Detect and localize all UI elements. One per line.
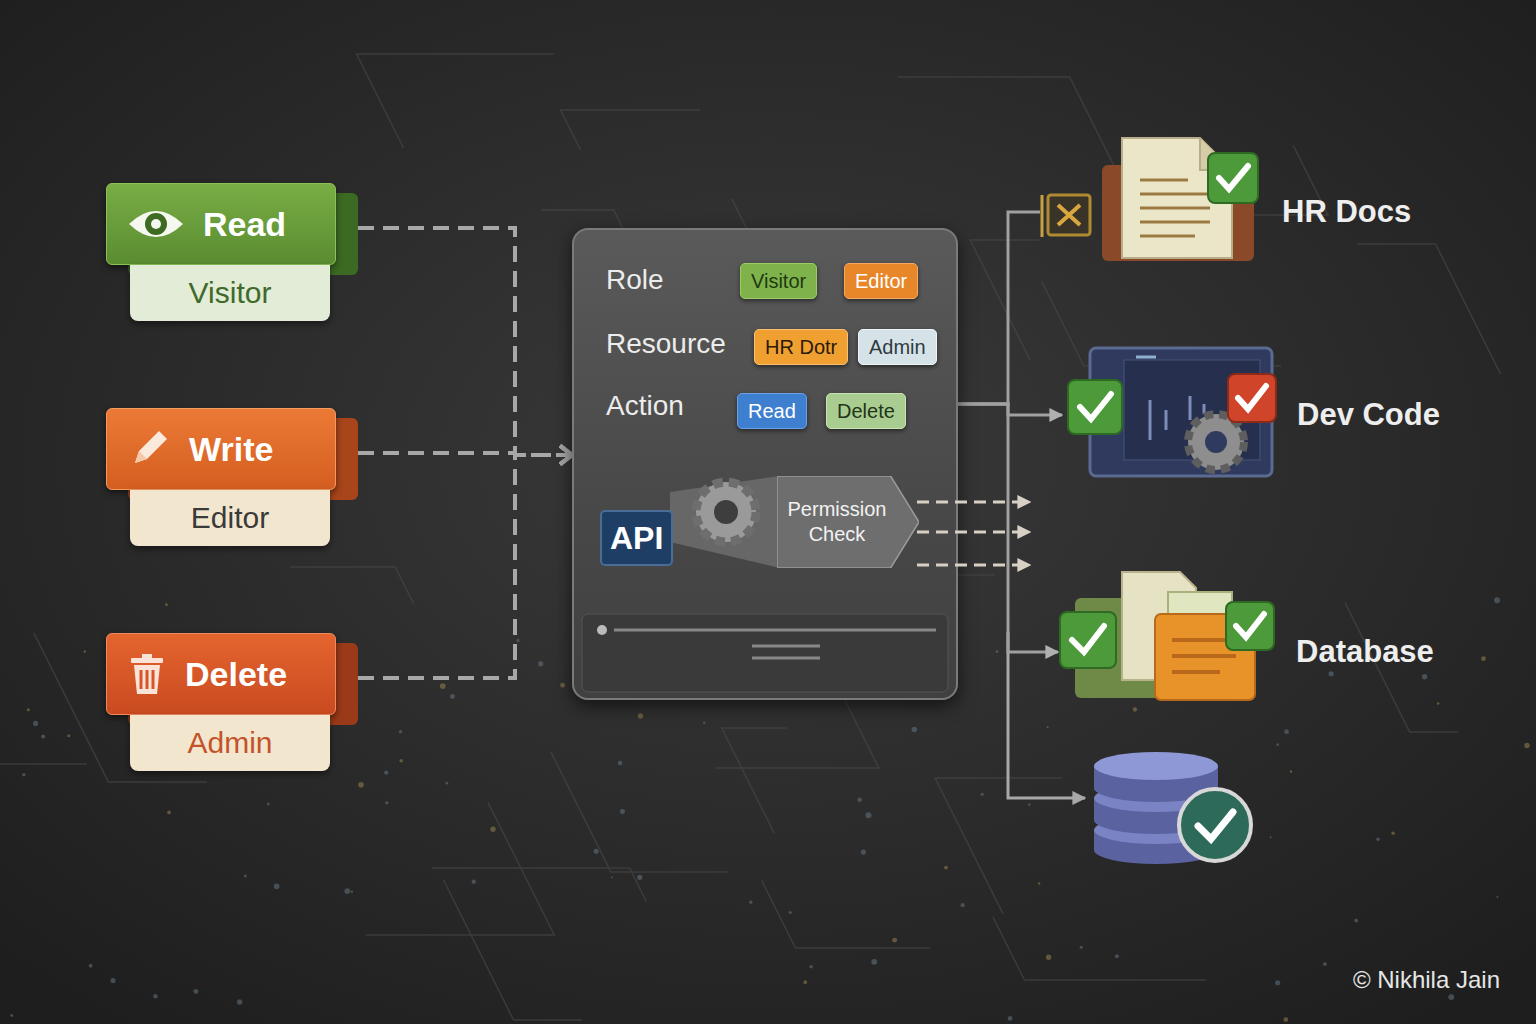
value-chip: Delete bbox=[826, 393, 906, 429]
value-chip: Visitor bbox=[740, 263, 817, 299]
role-text: Editor bbox=[191, 501, 269, 535]
action-icon bbox=[127, 652, 167, 696]
row-heading: Resource bbox=[606, 328, 726, 360]
resource-node: Database bbox=[1058, 592, 1442, 712]
dashed-connector bbox=[358, 455, 572, 678]
value-chip: HR Dotr bbox=[754, 329, 848, 365]
node-text: Visitor bbox=[751, 270, 806, 293]
permission-card: DeleteAdmin bbox=[106, 633, 358, 773]
copyright-note: © Nikhila Jain bbox=[1353, 966, 1500, 994]
resource-connector bbox=[958, 404, 1058, 652]
node-text: Dev Code bbox=[1297, 397, 1440, 433]
action-icon bbox=[127, 427, 171, 471]
action-text: Read bbox=[203, 205, 286, 244]
action-icon bbox=[127, 204, 185, 244]
action-text: Write bbox=[189, 430, 273, 469]
api-box: API bbox=[600, 510, 673, 566]
permission-card: WriteEditor bbox=[106, 408, 358, 548]
access-panel: RoleResourceAction Visitor Editor HR Dotr Ad… bbox=[572, 228, 958, 700]
database-icon bbox=[1060, 572, 1274, 700]
value-chip: Admin bbox=[858, 329, 937, 365]
node-text: Editor bbox=[855, 270, 907, 293]
node-text: Admin bbox=[869, 336, 926, 359]
dev-code-icon bbox=[1068, 348, 1276, 476]
action-tab: Read bbox=[106, 183, 336, 265]
role-label: Visitor bbox=[130, 265, 330, 321]
action-tab: Write bbox=[106, 408, 336, 490]
role-text: Admin bbox=[187, 726, 272, 760]
node-text: Permission Check bbox=[783, 497, 891, 547]
permission-card: ReadVisitor bbox=[106, 183, 358, 323]
action-tab: Delete bbox=[106, 633, 336, 715]
node-text: Read bbox=[748, 400, 796, 423]
row-heading: Action bbox=[606, 390, 684, 422]
node-text: HR Dotr bbox=[765, 336, 837, 359]
node-text: HR Docs bbox=[1282, 194, 1411, 230]
role-label: Editor bbox=[130, 490, 330, 546]
chevron-shape bbox=[777, 476, 919, 568]
resource-connector bbox=[958, 404, 1062, 415]
role-label: Admin bbox=[130, 715, 330, 771]
action-text: Delete bbox=[185, 655, 287, 694]
panel-illustration bbox=[574, 230, 960, 702]
node-text: Database bbox=[1296, 634, 1434, 670]
value-chip: Read bbox=[737, 393, 807, 429]
resource-node: Dev Code bbox=[1062, 355, 1448, 475]
permission-check: Permission Check bbox=[777, 476, 919, 568]
storage-cylinder bbox=[1008, 632, 1251, 864]
dashed-connector bbox=[358, 453, 572, 455]
role-text: Visitor bbox=[189, 276, 272, 310]
node-text: API bbox=[610, 520, 663, 557]
value-chip: Editor bbox=[844, 263, 918, 299]
row-heading: Role bbox=[606, 264, 664, 296]
dashed-connector bbox=[358, 228, 572, 455]
resource-connector bbox=[958, 212, 1040, 404]
node-text: Delete bbox=[837, 400, 895, 423]
hr-docs-icon bbox=[1042, 138, 1258, 261]
resource-node: HR Docs bbox=[1040, 152, 1419, 272]
